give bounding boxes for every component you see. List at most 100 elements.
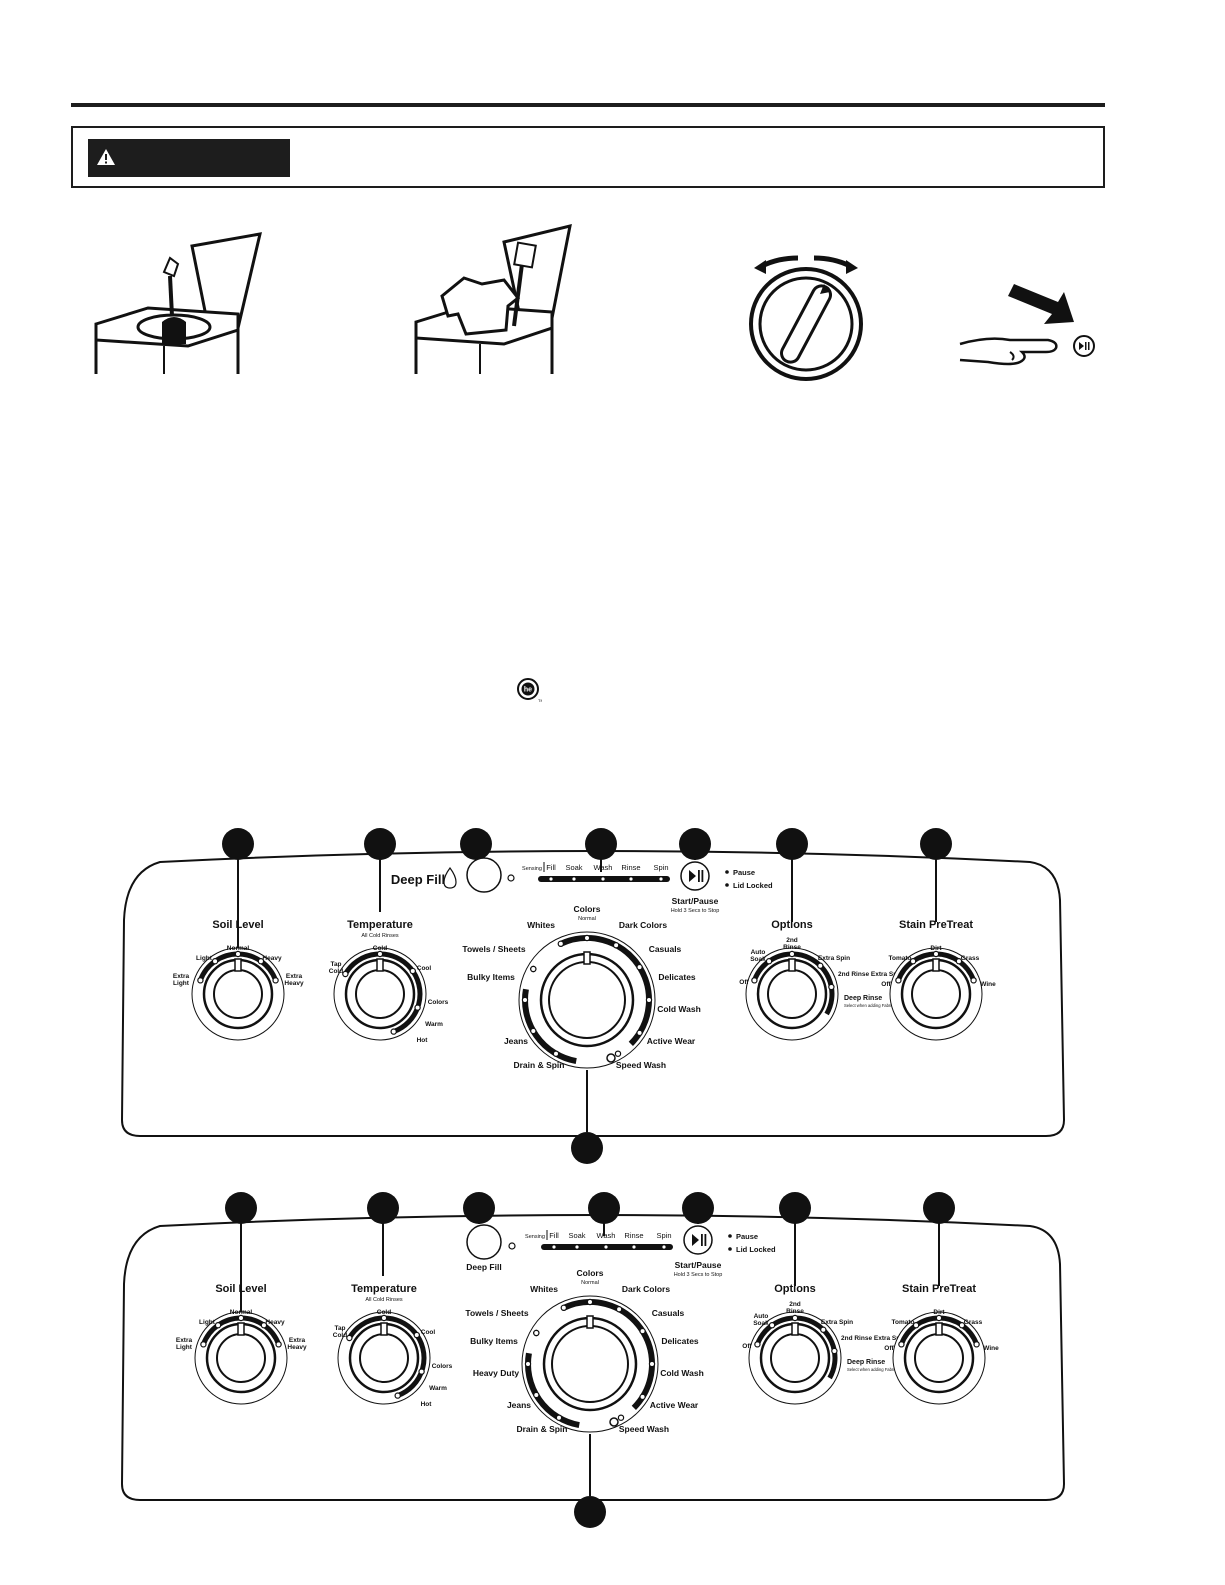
options-opt-2nd-rinse-extra-spin: 2nd Rinse Extra Spin <box>841 1335 906 1342</box>
cycle-dot-6 <box>636 1029 643 1037</box>
pause-label: Pause <box>736 1232 758 1241</box>
pause-bar-2 <box>704 1234 707 1246</box>
temperature-title: Temperature <box>351 1283 417 1295</box>
status-dot-3 <box>632 1245 636 1249</box>
stain-dot-3 <box>958 1322 966 1329</box>
temp-dot-0 <box>346 1334 353 1342</box>
speed-wash-dot <box>606 1053 616 1063</box>
play-icon <box>689 870 696 882</box>
cycle-opt-0: Colors <box>574 904 601 914</box>
stain-pretreat-knob[interactable] <box>911 969 961 1019</box>
deep-fill-indicator <box>507 874 515 882</box>
lid-locked-indicator <box>725 883 729 887</box>
warning-triangle-icon <box>97 149 115 165</box>
cycle-opt-5: Casuals <box>649 944 682 954</box>
cycle-opt-3: Dark Colors <box>622 1284 670 1294</box>
pause-indicator <box>725 870 729 874</box>
deep-fill-button[interactable] <box>466 1224 502 1260</box>
temp-dot-3 <box>418 1368 425 1375</box>
cycle-dot-5 <box>645 996 653 1004</box>
options-title: Options <box>774 1283 816 1295</box>
cycle-opt-0: Colors <box>577 1268 604 1278</box>
status-dot-1 <box>575 1245 579 1249</box>
cycle-opt-2: Whites <box>530 1284 558 1294</box>
temp-opt-colors: Colors <box>428 999 449 1006</box>
temperature-sub: All Cold Rinses <box>361 933 399 939</box>
cycle-opt-3: Dark Colors <box>619 920 667 930</box>
options-dot-0 <box>751 977 758 984</box>
soil-level-knob[interactable] <box>216 1333 266 1383</box>
temperature-title: Temperature <box>347 919 413 931</box>
soil-level-knob[interactable] <box>213 969 263 1019</box>
deep-fill-button[interactable] <box>466 857 502 893</box>
stain-dot-1 <box>909 958 917 965</box>
top-5-callout-marker <box>779 1192 811 1224</box>
cycle-dot-8 <box>552 1050 560 1057</box>
status-dot-2 <box>601 877 605 881</box>
temperature-knob[interactable] <box>355 969 405 1019</box>
status-3: Wash <box>597 1231 616 1240</box>
cycle-knob[interactable] <box>548 961 626 1039</box>
cycle-opt-1: Normal <box>581 1280 599 1286</box>
options-dot-3 <box>820 1326 827 1333</box>
stain-pretreat-pointer <box>932 958 940 972</box>
cycle-dot-3 <box>612 942 620 949</box>
status-3: Wash <box>594 863 613 872</box>
options-knob[interactable] <box>770 1333 820 1383</box>
stain-opt-dirt: Dirt <box>930 945 942 952</box>
header-rule <box>71 103 1105 107</box>
options-opt-deep-rinse: Deep Rinse <box>847 1359 885 1366</box>
options-dot-3 <box>817 962 824 969</box>
top-1-callout-marker <box>364 828 396 860</box>
cycle-opt-4: Towels / Sheets <box>462 944 525 954</box>
options-dot-0 <box>754 1341 761 1348</box>
status-1: Fill <box>549 1231 559 1240</box>
soil-dot-4 <box>275 1341 282 1348</box>
options-dot-2 <box>788 950 796 958</box>
stain-pretreat-title: Stain PreTreat <box>902 1283 976 1295</box>
cycle-knob[interactable] <box>551 1325 629 1403</box>
stain-opt-off: Off <box>881 981 891 988</box>
status-4: Rinse <box>621 863 640 872</box>
warning-badge <box>88 139 290 177</box>
cycle-dot-3 <box>615 1306 623 1313</box>
status-sensing: Sensing <box>522 866 542 872</box>
top-6-callout-marker <box>920 828 952 860</box>
temp-opt-cool: Cool <box>421 1329 436 1336</box>
bottom-callout-marker <box>574 1496 606 1528</box>
soil-dot-1 <box>214 1322 222 1329</box>
top-0-callout-marker <box>222 828 254 860</box>
cycle-dot-2 <box>583 934 591 942</box>
temp-dot-0 <box>342 970 349 978</box>
cycle-dot-11 <box>533 1329 540 1337</box>
cycle-opt-7: Delicates <box>658 972 696 982</box>
status-5: Spin <box>656 1231 671 1240</box>
options-opt-softener-note: Select when adding Fabric Softener <box>844 1003 911 1008</box>
options-arc <box>752 951 835 1016</box>
top-2-callout-marker <box>463 1192 495 1224</box>
temperature-knob[interactable] <box>359 1333 409 1383</box>
start-pause-label: Start/Pause <box>675 1260 722 1270</box>
top-6-callout-marker <box>923 1192 955 1224</box>
options-knob[interactable] <box>767 969 817 1019</box>
status-dot-0 <box>549 877 553 881</box>
stain-pretreat-knob[interactable] <box>914 1333 964 1383</box>
top-2-callout-marker <box>460 828 492 860</box>
status-dot-3 <box>629 877 633 881</box>
soil-level-pointer <box>234 958 242 972</box>
cycle-opt-2: Whites <box>527 920 555 930</box>
stain-dot-4 <box>970 977 977 984</box>
temperature-pointer <box>376 958 384 972</box>
svg-text:he: he <box>524 687 532 694</box>
pause-bar-1 <box>701 1234 703 1246</box>
options-opt-off: Off <box>739 979 749 986</box>
speed-wash-dot <box>609 1417 619 1427</box>
cycle-pointer <box>586 1315 594 1329</box>
temp-opt-warm: Warm <box>425 1021 443 1028</box>
stain-opt-dirt: Dirt <box>933 1309 945 1316</box>
stain-opt-grass: Grass <box>961 955 980 962</box>
status-dot-1 <box>572 877 576 881</box>
